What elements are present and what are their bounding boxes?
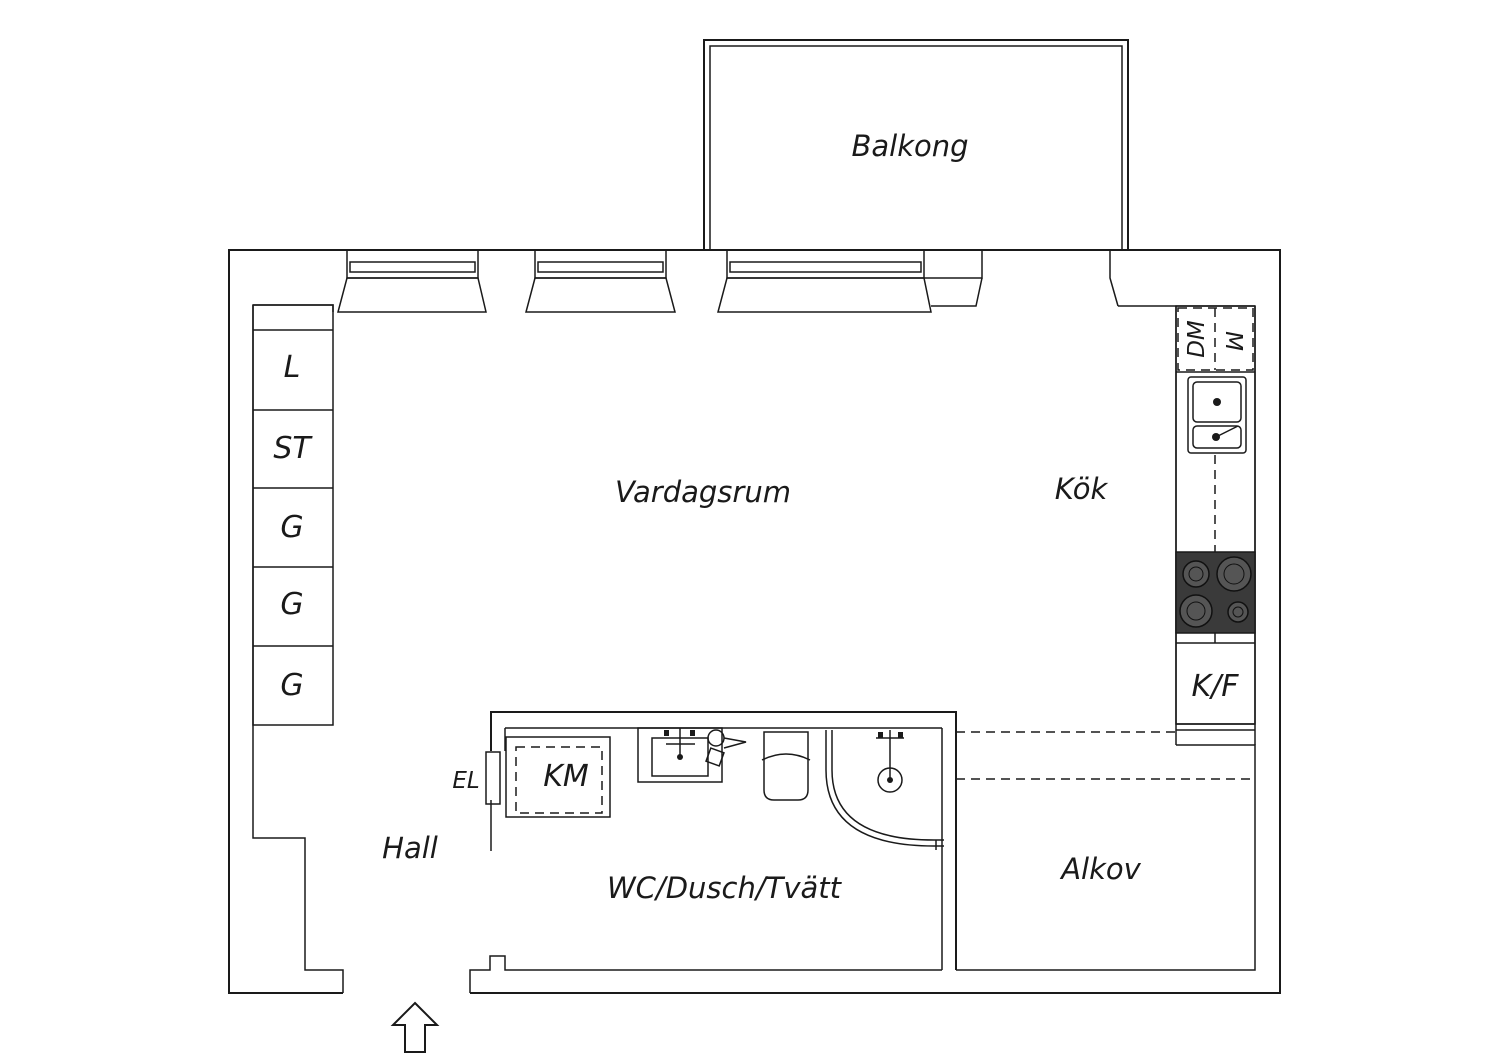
kitchen-counter bbox=[1175, 305, 1256, 731]
electrical-panel bbox=[485, 751, 501, 805]
wardrobe-column bbox=[252, 304, 334, 726]
room-label-kitchen: Kök bbox=[1055, 472, 1109, 506]
washing-machine bbox=[505, 736, 611, 818]
room-label-balcony: Balkong bbox=[851, 129, 968, 163]
washing-machine-label: KM bbox=[543, 759, 589, 794]
dishwasher-label: DM bbox=[1184, 320, 1210, 358]
wardrobe-label-4: G bbox=[280, 587, 303, 622]
alcove-dividers bbox=[956, 731, 1255, 780]
wardrobe-label-1: L bbox=[284, 350, 301, 385]
room-label-bathroom: WC/Dusch/Tvätt bbox=[607, 871, 843, 905]
room-label-hall: Hall bbox=[382, 831, 438, 865]
room-label-living: Vardagsrum bbox=[615, 475, 791, 509]
toilet-icon bbox=[761, 731, 811, 801]
fridge-freezer-label: K/F bbox=[1191, 669, 1239, 704]
microwave-label: M bbox=[1220, 331, 1246, 351]
bathroom-walls bbox=[490, 711, 957, 970]
washbasin-icon bbox=[637, 727, 747, 783]
electrical-panel-label: EL bbox=[452, 768, 479, 794]
window-1 bbox=[337, 249, 487, 313]
stove-icon bbox=[1175, 551, 1256, 634]
kitchen-window-niche bbox=[1109, 250, 1119, 307]
sink-icon bbox=[1187, 376, 1247, 454]
wardrobe-label-2: ST bbox=[273, 431, 313, 466]
wardrobe-label-3: G bbox=[280, 510, 303, 545]
shower-icon bbox=[825, 730, 944, 850]
window-2 bbox=[525, 249, 676, 313]
wardrobe-label-5: G bbox=[280, 668, 303, 703]
entrance-arrow-icon bbox=[390, 1001, 440, 1053]
room-label-alcove: Alkov bbox=[1059, 852, 1141, 886]
dishwasher-label-group: DM M bbox=[1184, 320, 1246, 358]
balcony-door bbox=[717, 249, 983, 313]
